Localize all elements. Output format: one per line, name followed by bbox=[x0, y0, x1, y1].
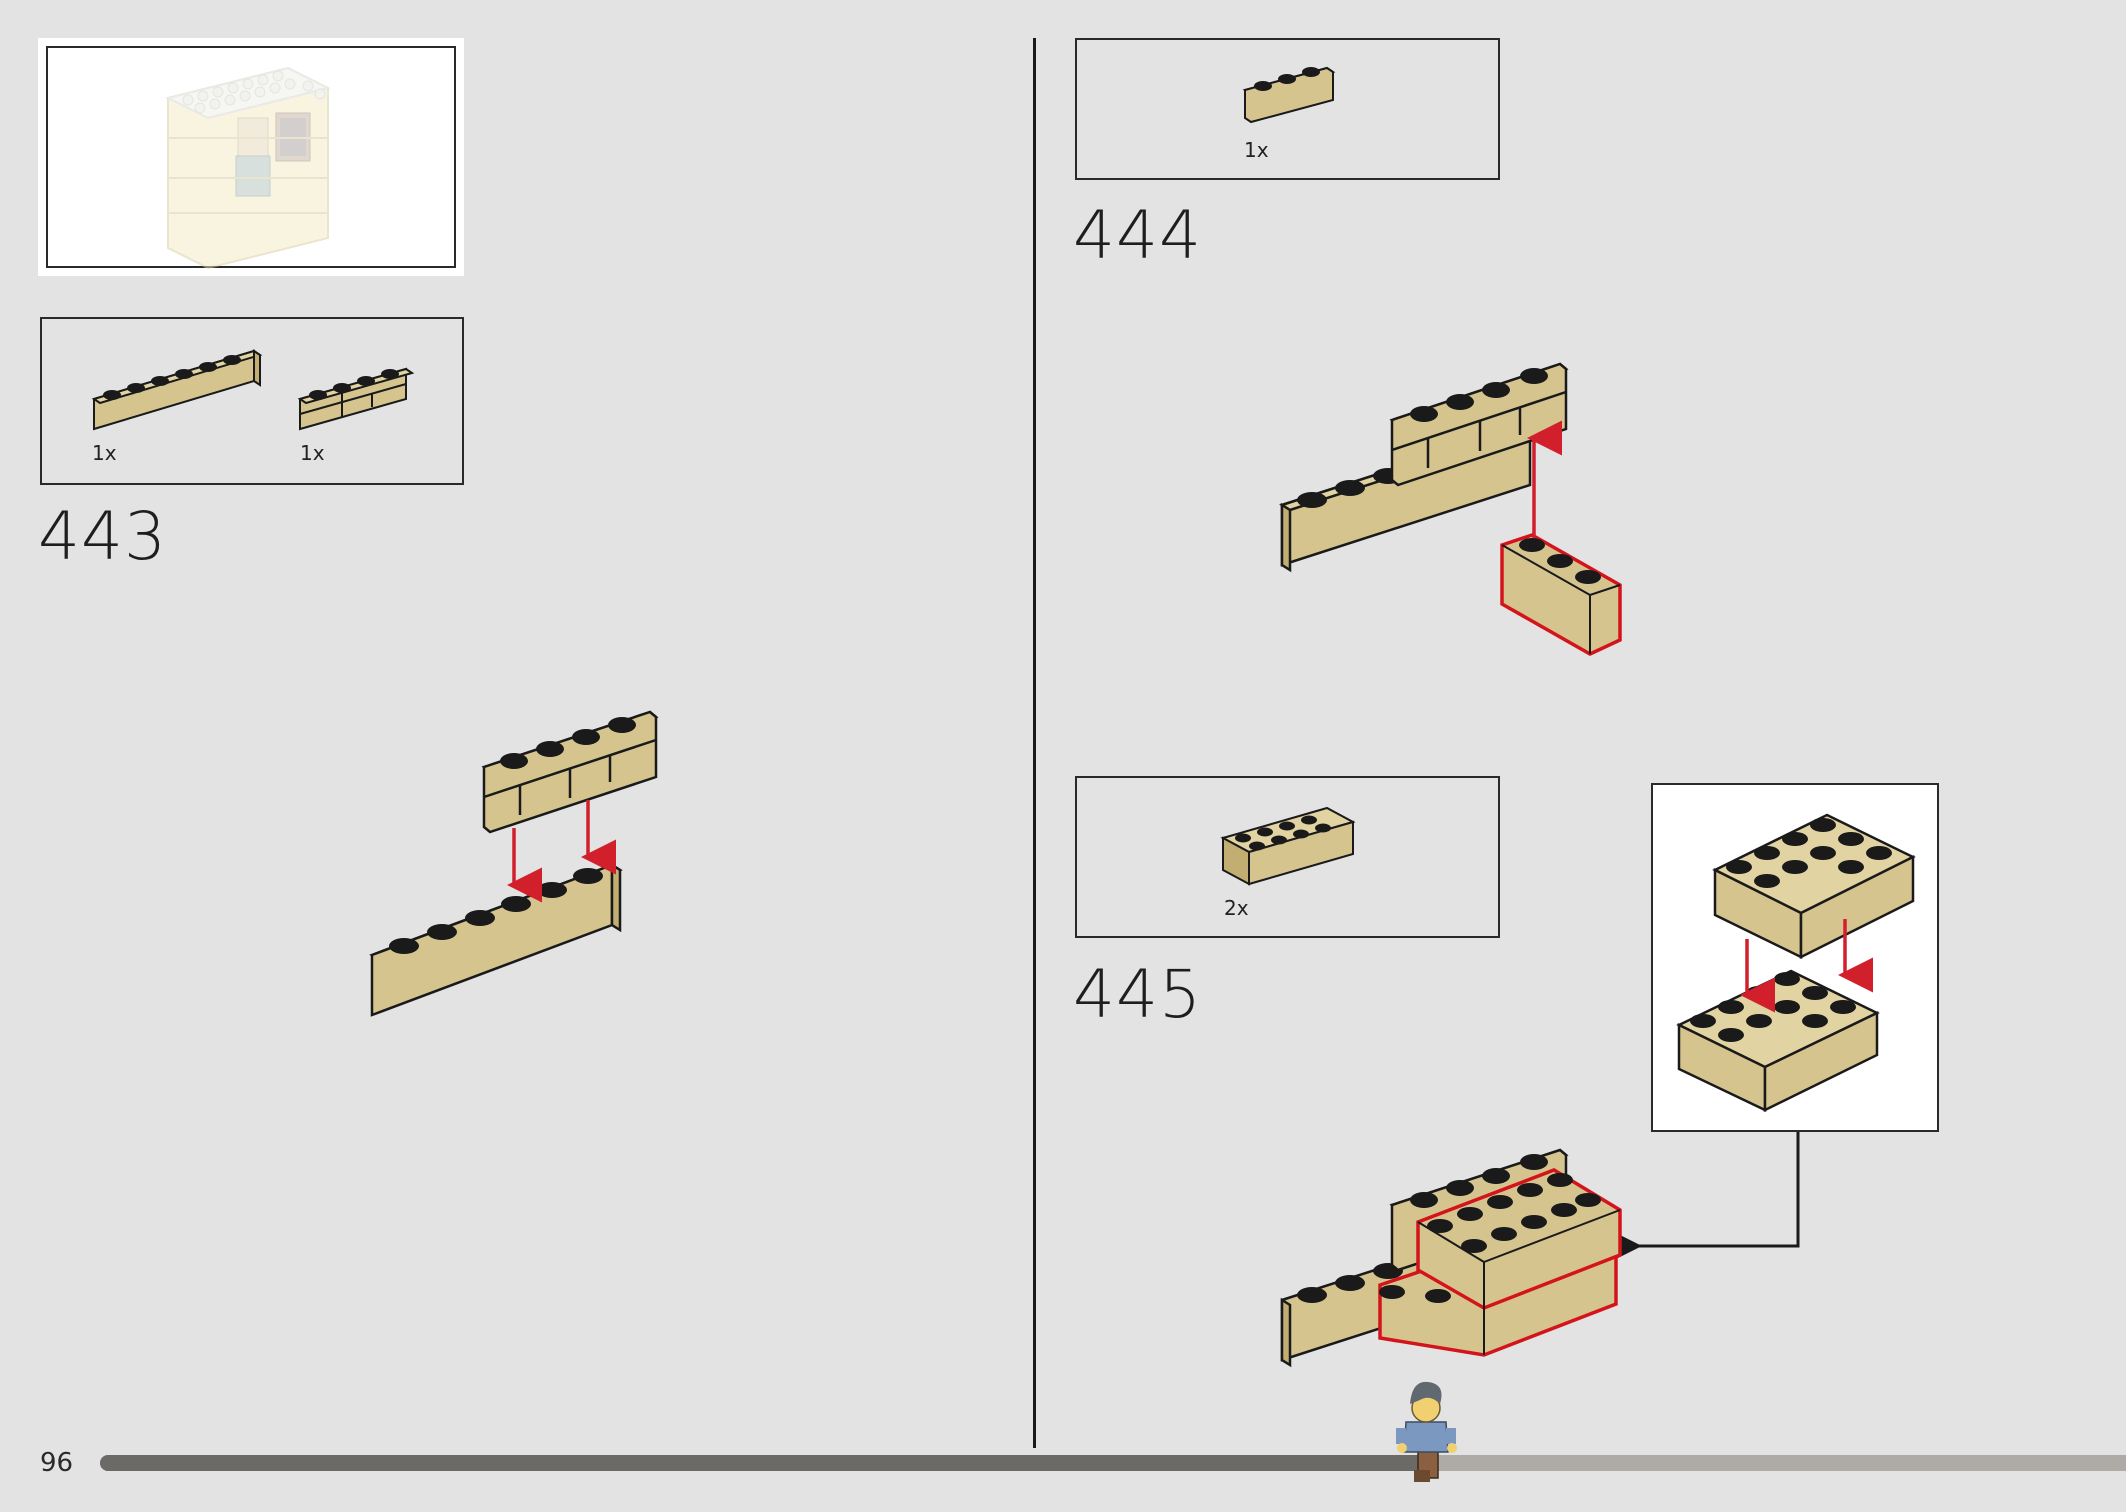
subassembly-art bbox=[1676, 813, 1916, 1113]
model-preview-image bbox=[165, 66, 331, 270]
callout-connector-arrow bbox=[1606, 1132, 1800, 1264]
model-preview-frame bbox=[46, 46, 456, 268]
brick-1x3-icon bbox=[1242, 66, 1336, 124]
step-number-443: 443 bbox=[38, 498, 167, 575]
brick-2x4-new-assembly bbox=[1378, 1168, 1622, 1357]
minifigure-icon bbox=[1396, 1381, 1457, 1482]
page-number: 96 bbox=[40, 1448, 74, 1478]
brick-1x3-new bbox=[1500, 533, 1622, 656]
step-number-445: 445 bbox=[1073, 956, 1202, 1033]
parts-list-444-art bbox=[1242, 66, 1336, 124]
part-qty: 1x bbox=[92, 441, 117, 465]
brick-1x4-masonry bbox=[1389, 362, 1569, 487]
brick-1x6 bbox=[369, 862, 623, 1017]
parts-list-box-445: 2x bbox=[1075, 776, 1500, 938]
brick-2x4-icon bbox=[1220, 806, 1356, 886]
brick-1x4-masonry-icon bbox=[297, 367, 415, 431]
progress-bar bbox=[100, 1455, 2126, 1471]
brick-2x4-top bbox=[1712, 813, 1916, 960]
model-preview-panel bbox=[38, 38, 464, 276]
parts-list-443-art bbox=[91, 349, 415, 431]
parts-list-box-443: 1x 1x bbox=[40, 317, 464, 485]
part-qty: 1x bbox=[1244, 138, 1269, 162]
parts-list-445-art bbox=[1220, 806, 1356, 886]
brick-1x6-icon bbox=[91, 349, 263, 431]
part-qty: 2x bbox=[1224, 896, 1249, 920]
subassembly-callout bbox=[1651, 783, 1939, 1132]
step-number-444: 444 bbox=[1073, 197, 1202, 274]
part-qty: 1x bbox=[300, 441, 325, 465]
parts-list-box-444: 1x bbox=[1075, 38, 1500, 180]
brick-2x4-bottom bbox=[1676, 969, 1880, 1113]
brick-1x4-masonry bbox=[481, 710, 659, 834]
page-divider bbox=[1033, 38, 1036, 1448]
progress-bar-fill bbox=[100, 1455, 1438, 1471]
